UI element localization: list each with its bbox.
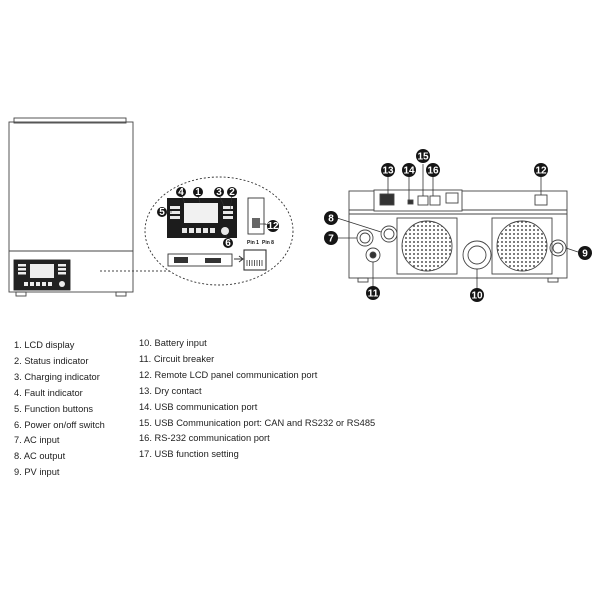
front-body <box>8 121 134 293</box>
svg-text:10: 10 <box>471 291 483 302</box>
callout-5: 5 <box>157 207 167 218</box>
legend-left: 1. LCD display 2. Status indicator 3. Ch… <box>14 340 139 480</box>
detail-zoom: Pin 1 Pin 8 4 1 3 2 5 6 12 <box>144 176 294 286</box>
fan-right <box>496 220 548 272</box>
legend-item: 3. Charging indicator <box>14 371 100 382</box>
svg-text:9: 9 <box>582 249 588 260</box>
svg-text:1: 1 <box>195 187 201 198</box>
svg-text:8: 8 <box>328 214 334 225</box>
svg-text:3: 3 <box>216 187 222 198</box>
svg-text:13: 13 <box>382 166 394 177</box>
svg-text:15: 15 <box>417 152 429 163</box>
ac-output-gland <box>380 225 398 243</box>
callout-9: 9 <box>578 246 592 260</box>
zoom-side-port-housing <box>247 197 265 235</box>
callout-2: 2 <box>227 187 237 198</box>
legend-item: 17. USB function setting <box>139 449 239 460</box>
rear-foot-right <box>547 277 559 283</box>
callout-13: 13 <box>381 163 395 177</box>
pin1-label: Pin 1 <box>247 240 259 246</box>
legend-item: 11. Circuit breaker <box>139 353 215 364</box>
dry-contact-terminal <box>379 193 395 206</box>
front-foot-right <box>115 291 127 297</box>
svg-text:4: 4 <box>178 187 184 198</box>
rear-foot-left <box>357 277 369 283</box>
legend-item: 8. AC output <box>14 451 66 462</box>
battery-input-gland <box>462 240 492 270</box>
legend-item: 10. Battery input <box>139 338 207 348</box>
callout-12: 12 <box>534 163 548 177</box>
pin8-label: Pin 8 <box>262 240 274 246</box>
callout-14: 14 <box>402 163 416 177</box>
legend-item: 6. Power on/off switch <box>14 419 105 430</box>
circuit-breaker <box>365 247 381 263</box>
callout-15: 15 <box>416 149 430 163</box>
callout-16: 16 <box>426 163 440 177</box>
legend-item: 9. PV input <box>14 467 60 478</box>
legend-item: 12. Remote LCD panel communication port <box>139 369 318 380</box>
svg-text:11: 11 <box>368 289 379 300</box>
usb-port <box>407 199 414 205</box>
callout-8: 8 <box>324 211 338 225</box>
legend-item: 1. LCD display <box>14 340 75 350</box>
callout-12-detail: 12 <box>267 220 279 232</box>
callout-1: 1 <box>193 187 203 198</box>
front-view <box>8 117 172 297</box>
ac-input-gland <box>356 229 374 247</box>
zoom-bottom-strip <box>167 253 233 267</box>
callout-7: 7 <box>324 231 338 245</box>
svg-text:6: 6 <box>225 238 231 249</box>
zoom-side-port <box>252 218 260 228</box>
svg-text:2: 2 <box>229 187 235 198</box>
legend-item: 13. Dry contact <box>139 385 202 396</box>
legend-item: 7. AC input <box>14 435 60 446</box>
callout-3: 3 <box>214 187 224 198</box>
front-lcd-screen <box>30 264 54 278</box>
svg-text:12: 12 <box>535 166 547 177</box>
comm-extra <box>445 192 459 204</box>
svg-text:5: 5 <box>159 207 165 218</box>
legend-item: 2. Status indicator <box>14 355 89 366</box>
fan-left <box>401 220 453 272</box>
legend-right: 10. Battery input 11. Circuit breaker 12… <box>139 338 399 463</box>
can-rs232-rs485-port <box>417 195 429 206</box>
svg-text:14: 14 <box>403 166 415 177</box>
legend-item: 14. USB communication port <box>139 401 258 412</box>
zoom-circle <box>144 176 294 286</box>
front-top-cap <box>13 117 127 124</box>
rear-view <box>348 189 568 283</box>
svg-text:12: 12 <box>267 221 279 232</box>
zoom-lcd-screen <box>184 203 218 223</box>
front-foot-left <box>15 291 27 297</box>
callout-10: 10 <box>470 288 484 302</box>
svg-text:16: 16 <box>427 166 439 177</box>
legend-item: 5. Function buttons <box>14 403 94 414</box>
svg-text:7: 7 <box>328 234 334 245</box>
remote-lcd-port <box>534 194 548 206</box>
legend-item: 4. Fault indicator <box>14 387 83 398</box>
callout-11: 11 <box>366 286 380 300</box>
callout-4: 4 <box>176 187 186 198</box>
rs232-port <box>429 195 441 206</box>
legend-item: 15. USB Communication port: CAN and RS23… <box>139 417 376 428</box>
legend-item: 16. RS-232 communication port <box>139 433 270 444</box>
callout-6: 6 <box>223 238 233 249</box>
